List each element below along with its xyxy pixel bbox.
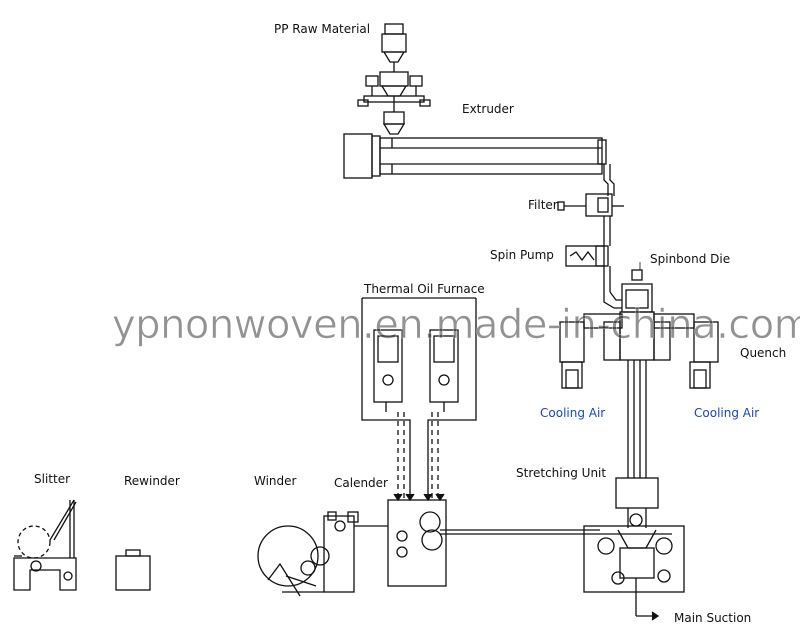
label-quench: Quench bbox=[740, 346, 787, 360]
winder bbox=[257, 511, 388, 597]
spinbond-die bbox=[619, 269, 655, 361]
thermal-oil-furnace bbox=[361, 297, 477, 502]
label-pp-raw-material: PP Raw Material bbox=[274, 22, 371, 36]
slitter bbox=[13, 499, 77, 591]
label-spin-pump: Spin Pump bbox=[490, 248, 554, 262]
label-stretching-unit: Stretching Unit bbox=[516, 466, 607, 480]
filament-channel bbox=[627, 360, 647, 478]
watermark: ypnonwoven.en.made-in-china.com bbox=[112, 302, 800, 349]
stretching-unit bbox=[583, 477, 685, 593]
label-spinbond-die: Spinbond Die bbox=[650, 252, 731, 266]
label-rewinder: Rewinder bbox=[124, 474, 180, 488]
hopper-assembly bbox=[357, 23, 431, 135]
extruder bbox=[343, 133, 607, 179]
melt-pipe bbox=[557, 164, 624, 309]
label-winder: Winder bbox=[254, 474, 297, 488]
label-thermal-oil-furnace: Thermal Oil Furnace bbox=[364, 282, 485, 296]
label-extruder: Extruder bbox=[462, 102, 514, 116]
rewinder bbox=[115, 549, 151, 591]
calender bbox=[387, 499, 600, 587]
quench-chamber bbox=[559, 313, 719, 389]
label-cooling-air-right: Cooling Air bbox=[694, 406, 760, 420]
label-slitter: Slitter bbox=[34, 472, 71, 486]
label-main-suction: Main Suction bbox=[674, 611, 752, 625]
main-suction-arrow bbox=[635, 578, 660, 621]
label-calender: Calender bbox=[334, 476, 388, 490]
label-cooling-air-left: Cooling Air bbox=[540, 406, 606, 420]
label-filter: Filter bbox=[528, 198, 558, 212]
